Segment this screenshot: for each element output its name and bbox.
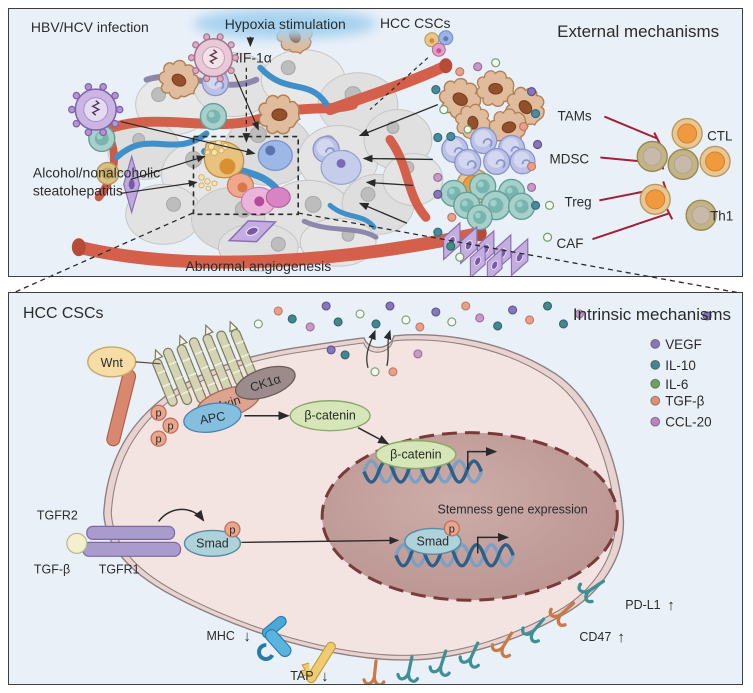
- tap-down-arrow: ↓: [321, 668, 328, 684]
- treg-label: Treg: [564, 194, 591, 209]
- beta-catenin-cyto-label: β-catenin: [304, 409, 356, 423]
- tumor-mass: [71, 10, 492, 272]
- alcohol-arrow: [120, 179, 198, 194]
- hif-label: HIF-1α: [229, 50, 272, 66]
- tgfr2-label: TGFR2: [37, 508, 78, 522]
- legend-dot-il6: [650, 378, 661, 389]
- phospho-label: p: [229, 524, 235, 536]
- smad-nuclear-label: Smad: [417, 534, 450, 548]
- tams-label: TAMs: [558, 109, 592, 124]
- smad-cyto: [183, 529, 242, 558]
- pdl1-up-arrow: ↑: [667, 597, 674, 614]
- legend-label-vegf: VEGF: [665, 337, 702, 352]
- transcription-arrow: [467, 447, 498, 470]
- tgfr1-label: TGFR1: [99, 562, 140, 576]
- zoom-region-box: [192, 135, 300, 216]
- cytokine-legend: VEGF IL-10 IL-6 TGF-β CCL-20: [650, 337, 712, 430]
- legend-label-il10: IL-10: [665, 358, 696, 373]
- phospho-label: p: [168, 421, 174, 433]
- intrinsic-mechanisms-panel: β-catenin Stemness gene expression Smad …: [8, 292, 743, 685]
- external-mechanisms-panel: Hypoxia stimulation HIF-1α HBV/HCV infec…: [8, 8, 743, 277]
- tumor-cell-teal: [199, 102, 228, 131]
- inhibition-lines: [592, 115, 674, 241]
- cd47-up-arrow: ↑: [617, 629, 624, 646]
- mhc-down-arrow: ↓: [243, 628, 250, 645]
- secreted-cytokine-dots: [253, 301, 712, 332]
- alcohol-arrow: [130, 155, 206, 180]
- legend-dot-il10: [650, 359, 661, 370]
- tgfr1-receptor: [82, 541, 182, 557]
- frizzled-receptor: [152, 320, 257, 407]
- hypoxia-cloud: [193, 9, 377, 39]
- csc-cell-label: HCC CSCs: [23, 305, 104, 322]
- phospho-label: p: [156, 408, 162, 420]
- intrinsic-title: Intrinsic mechanisms: [573, 305, 731, 324]
- mdsc-label: MDSC: [550, 151, 590, 166]
- tgfb-label: TGF-β: [34, 562, 70, 576]
- intrinsic-mechanisms-figure: β-catenin Stemness gene expression Smad …: [23, 301, 731, 684]
- tgf-pathway: TGFR2 TGF-β TGFR1 Smad p: [34, 508, 400, 576]
- alcohol-label-2: steatohepatitis: [33, 182, 123, 198]
- tumor-cell-pink: [240, 186, 291, 216]
- apc-label: APC: [199, 409, 227, 427]
- apc: APC: [183, 402, 242, 433]
- fibroblast: [123, 154, 141, 215]
- cd47-label: CD47: [579, 630, 611, 644]
- phospho-label: p: [156, 434, 162, 446]
- legend-dot-tgfb: [650, 395, 661, 406]
- legend-label-il6: IL-6: [665, 377, 688, 392]
- angiogenesis-label: Abnormal angiogenesis: [185, 258, 331, 274]
- csc-cluster-label: HCC CSCs: [380, 15, 451, 31]
- beta-catenin-cyto: [289, 400, 371, 432]
- wnt-label: Wnt: [101, 356, 124, 370]
- virus-arrow: [233, 73, 259, 131]
- beta-catenin-nuclear: [375, 439, 457, 470]
- tap-label: TAP: [290, 669, 313, 683]
- hypoxia-label: Hypoxia stimulation: [225, 16, 346, 32]
- secretion: [326, 329, 423, 377]
- tap-molecule: [299, 641, 336, 684]
- ctl-label: CTL: [707, 129, 733, 144]
- ck1a: CK1α: [234, 365, 296, 400]
- tgfr2-receptor: [86, 525, 176, 540]
- external-title: External mechanisms: [557, 22, 719, 41]
- external-mechanisms-figure: Hypoxia stimulation HIF-1α HBV/HCV infec…: [31, 9, 733, 276]
- legend-dot-vegf: [650, 338, 661, 349]
- virus-arrow: [120, 120, 256, 156]
- alcohol-label: Alcohol/nonalcoholic: [33, 164, 160, 180]
- hbv-hcv-label: HBV/HCV infection: [31, 19, 149, 35]
- treg-cluster: [440, 172, 536, 231]
- tumor-cell-blue: [257, 139, 293, 172]
- legend-dot-ccl20: [650, 416, 661, 427]
- beta-catenin-nuclear-label: β-catenin: [390, 448, 442, 462]
- phospho-label: p: [449, 523, 455, 535]
- smad-cyto-label: Smad: [196, 536, 229, 550]
- smad-nuclear: [404, 527, 462, 556]
- pdl1-label: PD-L1: [625, 598, 660, 612]
- stemness-label: Stemness gene expression: [438, 502, 588, 516]
- legend-label-tgfb: TGF-β: [665, 394, 704, 409]
- tgfb-ligand: [66, 532, 88, 554]
- caf-label: CAF: [557, 236, 584, 251]
- csc-cluster-icon: [424, 30, 454, 57]
- csc-dashed-line: [369, 57, 429, 111]
- legend-label-ccl20: CCL-20: [665, 415, 711, 430]
- csc-cells-lipid: [198, 140, 254, 198]
- th1-label: Th1: [710, 208, 733, 223]
- mhc-molecule: [257, 615, 292, 661]
- wnt-pathway: Wnt p p p Axin CK1α APC β-catenin: [87, 320, 390, 447]
- mhc-label: MHC: [206, 629, 234, 643]
- transcription-arrow: [476, 532, 510, 554]
